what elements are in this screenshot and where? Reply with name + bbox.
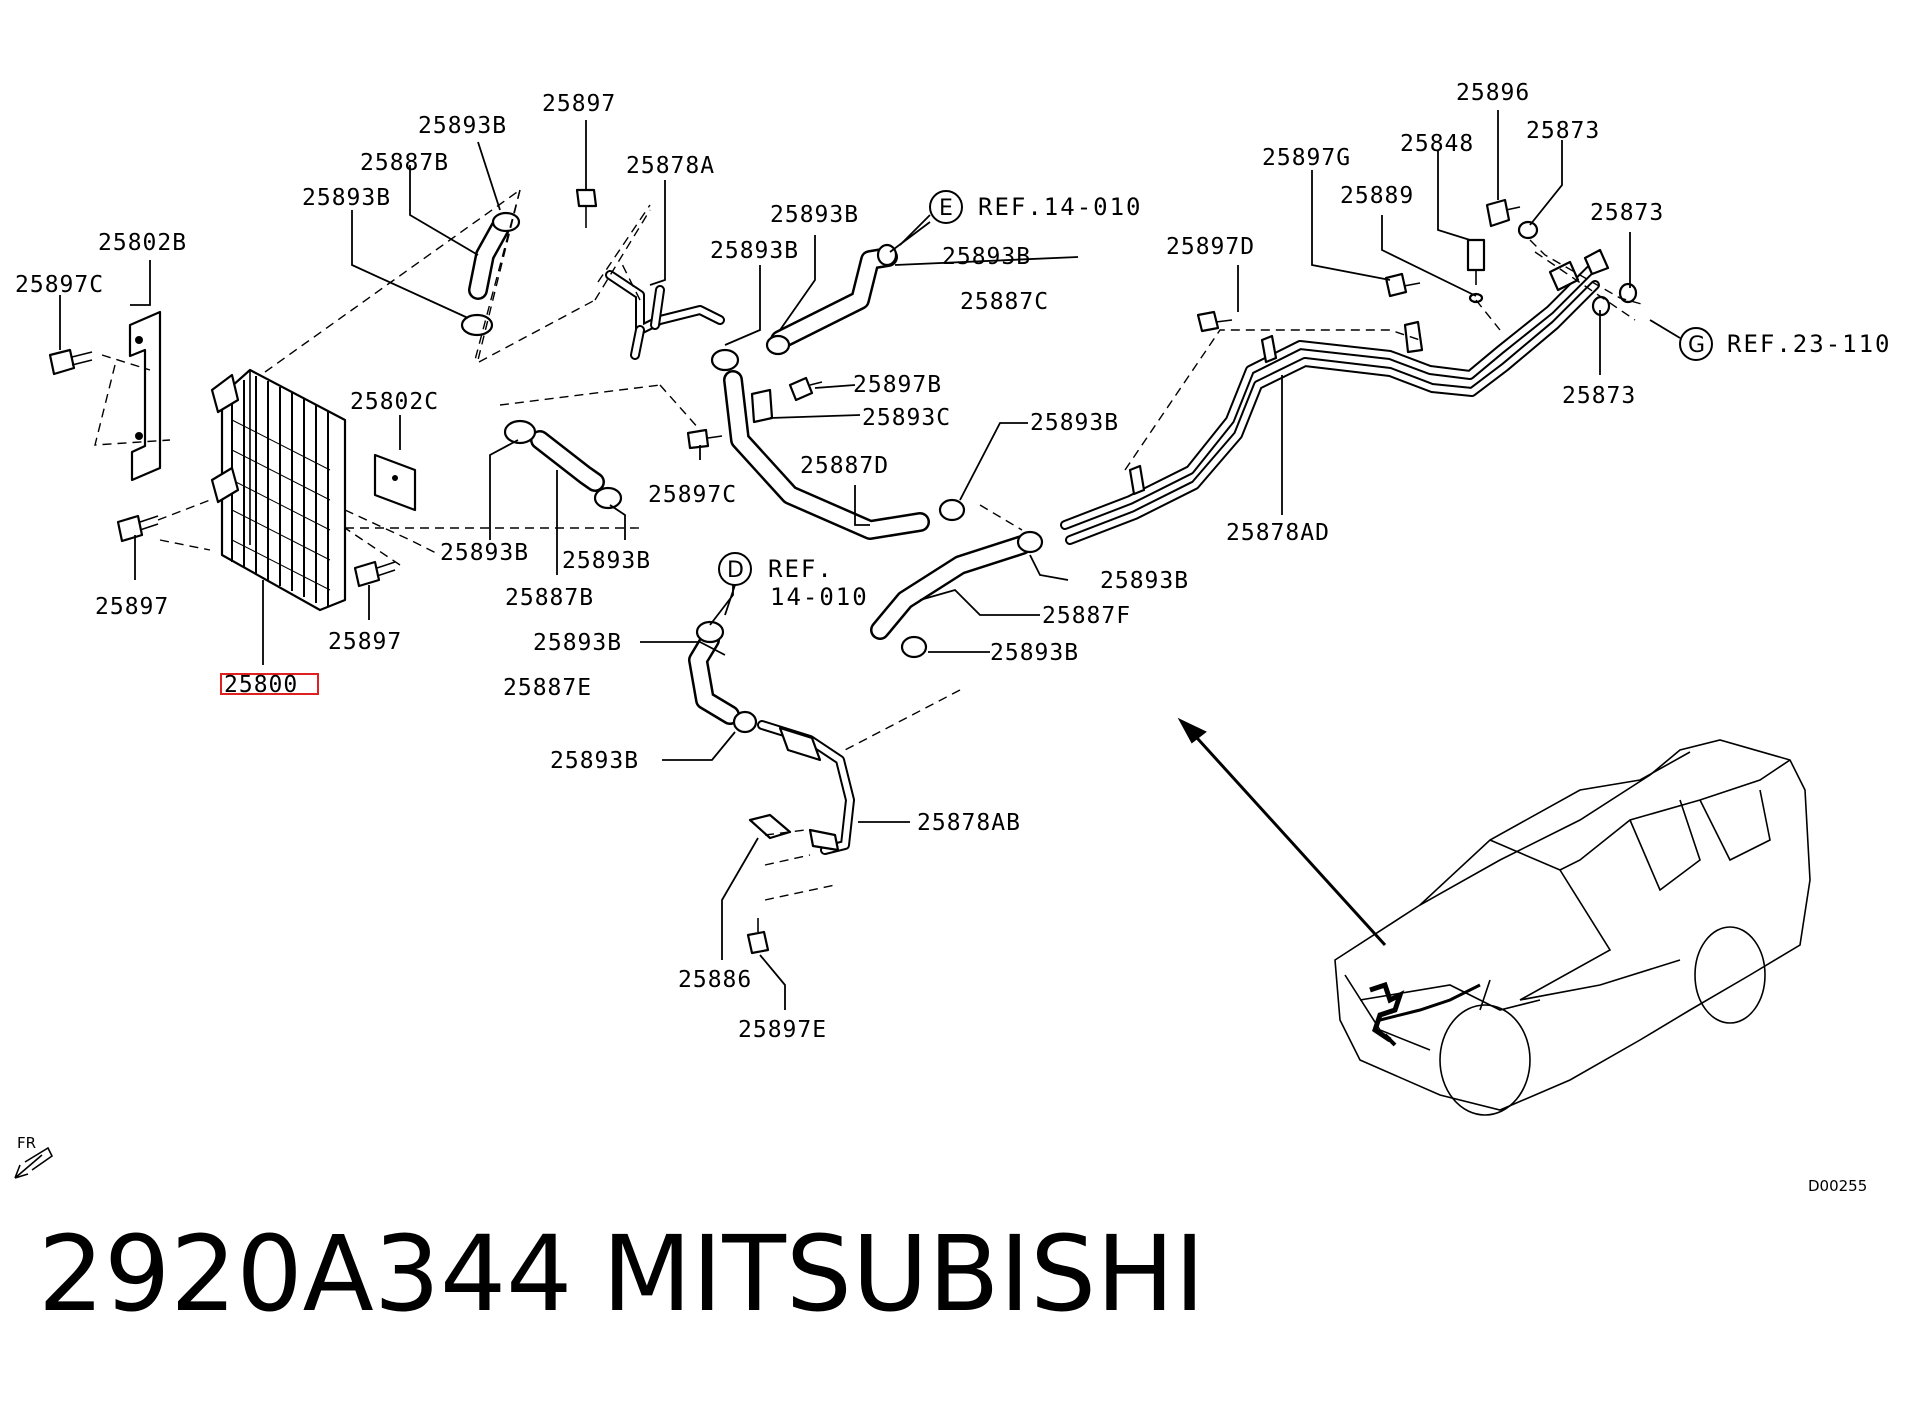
label-25897e[interactable]: 25897E [738, 1017, 827, 1043]
label-25893b-10[interactable]: 25893B [990, 640, 1079, 666]
clamp-upper-1[interactable] [460, 211, 521, 337]
bolt-25897d[interactable] [1196, 310, 1233, 333]
label-25802b[interactable]: 25802B [98, 230, 187, 256]
ref-e-leader [899, 214, 931, 246]
bracket-25802c[interactable] [373, 453, 417, 512]
label-25887b-1[interactable]: 25887B [360, 150, 449, 176]
label-25897-left[interactable]: 25897 [95, 594, 169, 620]
label-25897c-1[interactable]: 25897C [15, 272, 104, 298]
label-25893b-12[interactable]: 25893B [550, 748, 639, 774]
pipe-25878ad[interactable] [1060, 265, 1600, 545]
label-25878ad[interactable]: 25878AD [1226, 520, 1330, 546]
hose-25887c[interactable] [770, 247, 898, 350]
label-25873-2[interactable]: 25873 [1590, 200, 1664, 226]
clip-25893c[interactable] [750, 388, 774, 424]
bolt-25897-top[interactable] [575, 188, 598, 228]
clamps-25893b-lower[interactable] [503, 419, 623, 510]
reference-e[interactable]: E REF.14-010 [929, 190, 1143, 224]
label-25897-top[interactable]: 25897 [542, 91, 616, 117]
label-25889[interactable]: 25889 [1340, 183, 1414, 209]
label-25897d[interactable]: 25897D [1166, 234, 1255, 260]
bolt-25897c-right[interactable] [686, 428, 723, 450]
ref-e-text: REF.14-010 [978, 193, 1143, 221]
part-number: 2920A344 [38, 1213, 573, 1335]
fittings-upper-right[interactable] [1517, 220, 1638, 317]
bolt-25897-mid[interactable] [353, 560, 396, 588]
brand-name: MITSUBISHI [602, 1213, 1205, 1335]
label-25893b-2[interactable]: 25893B [302, 185, 391, 211]
hose-25887f[interactable] [870, 535, 1032, 640]
ref-g-text: REF.23-110 [1727, 330, 1892, 358]
ref-d-letter: D [727, 558, 744, 583]
label-25897c-2[interactable]: 25897C [648, 482, 737, 508]
label-25893b-1[interactable]: 25893B [418, 113, 507, 139]
ref-d-text-1: REF. [768, 555, 834, 583]
label-25893b-6[interactable]: 25893B [440, 540, 529, 566]
label-25887e[interactable]: 25887E [503, 675, 592, 701]
pipe-clips-25878ad[interactable] [1128, 320, 1424, 496]
label-25800: 25800 [224, 672, 298, 698]
label-25887b-2[interactable]: 25887B [505, 585, 594, 611]
hose-25887d[interactable] [723, 370, 930, 540]
bolt-25896[interactable] [1485, 198, 1521, 228]
sensor-25848[interactable] [1466, 238, 1486, 304]
front-marker-text: FR [17, 1134, 36, 1152]
clamps-25887e[interactable] [695, 620, 758, 734]
label-25878ab[interactable]: 25878AB [917, 810, 1021, 836]
ref-e-letter: E [939, 196, 953, 221]
pipe-25878a[interactable] [605, 270, 725, 360]
front-direction-marker: FR [14, 1134, 54, 1179]
label-25873-1[interactable]: 25873 [1526, 118, 1600, 144]
label-25893c[interactable]: 25893C [862, 405, 951, 431]
hose-25887e[interactable] [688, 630, 740, 725]
bolt-25897-left[interactable] [116, 514, 159, 543]
label-25887d[interactable]: 25887D [800, 453, 889, 479]
label-25896[interactable]: 25896 [1456, 80, 1530, 106]
label-25893b-9[interactable]: 25893B [1100, 568, 1189, 594]
vehicle-location-illustration [1177, 717, 1811, 1116]
clamps-25887f[interactable] [900, 530, 1044, 659]
ref-d-leader [724, 584, 736, 616]
label-25887c[interactable]: 25887C [960, 289, 1049, 315]
label-25893b-3[interactable]: 25893B [770, 202, 859, 228]
label-25893b-5[interactable]: 25893B [942, 244, 1031, 270]
label-25897-mid[interactable]: 25897 [328, 629, 402, 655]
drawing-code: D00255 [1808, 1177, 1867, 1195]
bolt-25897e[interactable] [746, 918, 770, 955]
bolt-25897c-left[interactable] [48, 348, 93, 376]
bolt-25897g[interactable] [1384, 272, 1421, 298]
label-25893b-8[interactable]: 25893B [1030, 410, 1119, 436]
clamp-25893b-d[interactable] [938, 498, 966, 522]
hose-25887b-lower[interactable] [530, 430, 605, 492]
label-25848[interactable]: 25848 [1400, 131, 1474, 157]
part-labels: 25897 25893B 25887B 25893B 25878A 25893B… [15, 80, 1664, 1043]
pipe-25878ab[interactable] [757, 720, 855, 855]
ref-g-letter: G [1688, 333, 1705, 358]
label-25897g[interactable]: 25897G [1262, 145, 1351, 171]
bracket-25802b[interactable] [128, 310, 162, 482]
label-25893b-4[interactable]: 25893B [710, 238, 799, 264]
clip-25886[interactable] [748, 813, 792, 840]
assembly-dashed-lines [94, 189, 1646, 901]
label-25886[interactable]: 25886 [678, 967, 752, 993]
label-25873-3[interactable]: 25873 [1562, 383, 1636, 409]
hose-25887b-upper[interactable] [468, 218, 510, 300]
label-25893b-11[interactable]: 25893B [533, 630, 622, 656]
reference-d[interactable]: D REF. 14-010 [718, 552, 869, 611]
ref-d-text-2: 14-010 [770, 583, 869, 611]
bolt-25897b[interactable] [788, 376, 823, 402]
label-25897b[interactable]: 25897B [853, 372, 942, 398]
reference-g[interactable]: G REF.23-110 [1649, 319, 1892, 361]
label-25893b-7[interactable]: 25893B [562, 548, 651, 574]
oil-cooler[interactable] [210, 368, 347, 612]
label-25887f[interactable]: 25887F [1042, 603, 1131, 629]
label-25800-highlighted[interactable]: 25800 [220, 672, 319, 698]
label-25802c[interactable]: 25802C [350, 389, 439, 415]
label-25878a[interactable]: 25878A [626, 153, 715, 179]
